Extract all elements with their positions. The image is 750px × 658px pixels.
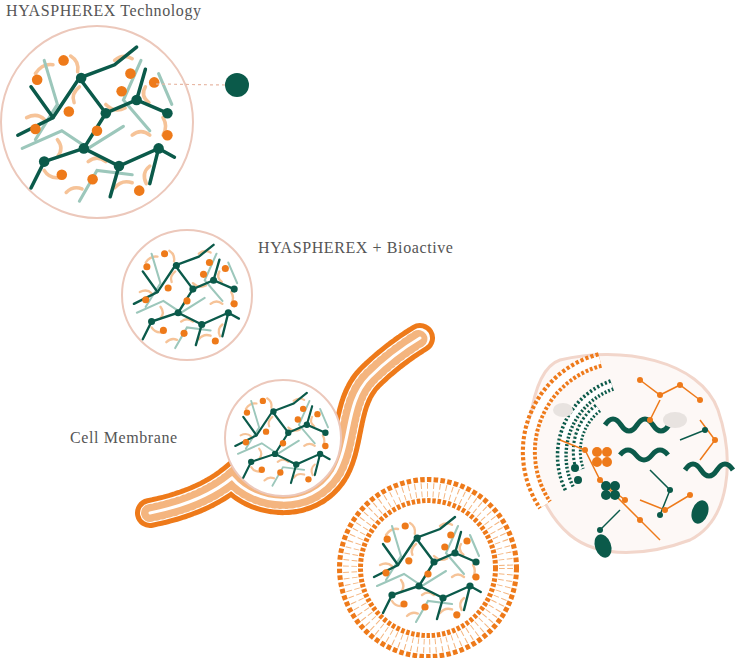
label-text: HYASPHEREX + Bioactive: [258, 238, 454, 258]
label-text: HYASPHEREX Technology: [6, 1, 202, 21]
label-text: Cell Membrane: [70, 428, 178, 448]
